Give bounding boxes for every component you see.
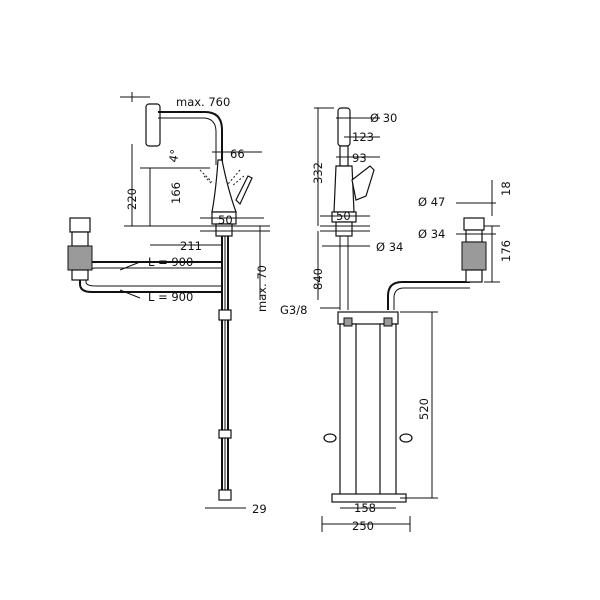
dim-220: 220 xyxy=(125,188,139,210)
dim-250: 250 xyxy=(352,519,374,533)
dim-L900-bottom: L = 900 xyxy=(148,290,193,304)
dim-d30: Ø 30 xyxy=(370,111,397,125)
dim-211: 211 xyxy=(180,239,202,253)
dim-max-70: max. 70 xyxy=(255,265,269,312)
dim-4deg: 4° xyxy=(166,148,182,163)
dim-166: 166 xyxy=(169,182,183,204)
body-front xyxy=(333,165,355,213)
dim-L900-top: L = 900 xyxy=(148,255,193,269)
dim-29: 29 xyxy=(252,502,267,516)
dim-d47: Ø 47 xyxy=(418,195,445,209)
spout-arc xyxy=(158,111,223,165)
left-side-view xyxy=(67,103,270,501)
dim-332: 332 xyxy=(311,162,325,184)
spray-head xyxy=(145,103,161,147)
left-dimensions: max. 760 66 4° 220 166 50 211 max. 70 L … xyxy=(119,92,269,516)
dim-d34-mid: Ø 34 xyxy=(376,240,403,254)
front-dimensions: 332 Ø 30 123 93 50 Ø 34 840 G3/8 520 158… xyxy=(280,107,513,533)
handle-front xyxy=(351,165,375,201)
dim-840: 840 xyxy=(311,268,325,290)
dim-max-760: max. 760 xyxy=(176,95,230,109)
filter-cartridge-left xyxy=(69,217,91,233)
mounting-frame xyxy=(337,311,399,325)
filter-cartridge-right xyxy=(463,217,485,231)
dim-18: 18 xyxy=(499,181,513,196)
dim-50-mid: 50 xyxy=(336,209,351,223)
dim-93: 93 xyxy=(352,151,367,165)
dim-520: 520 xyxy=(417,398,431,420)
dim-g38: G3/8 xyxy=(280,303,307,317)
dim-176: 176 xyxy=(499,240,513,262)
dim-123: 123 xyxy=(352,130,374,144)
dim-66: 66 xyxy=(230,147,245,161)
front-view xyxy=(320,107,487,503)
dim-50-left: 50 xyxy=(218,213,233,227)
dim-158: 158 xyxy=(354,501,376,515)
dim-d34-right: Ø 34 xyxy=(418,227,445,241)
faucet-body xyxy=(211,159,237,213)
spout-front xyxy=(337,107,351,147)
handle xyxy=(235,175,253,206)
